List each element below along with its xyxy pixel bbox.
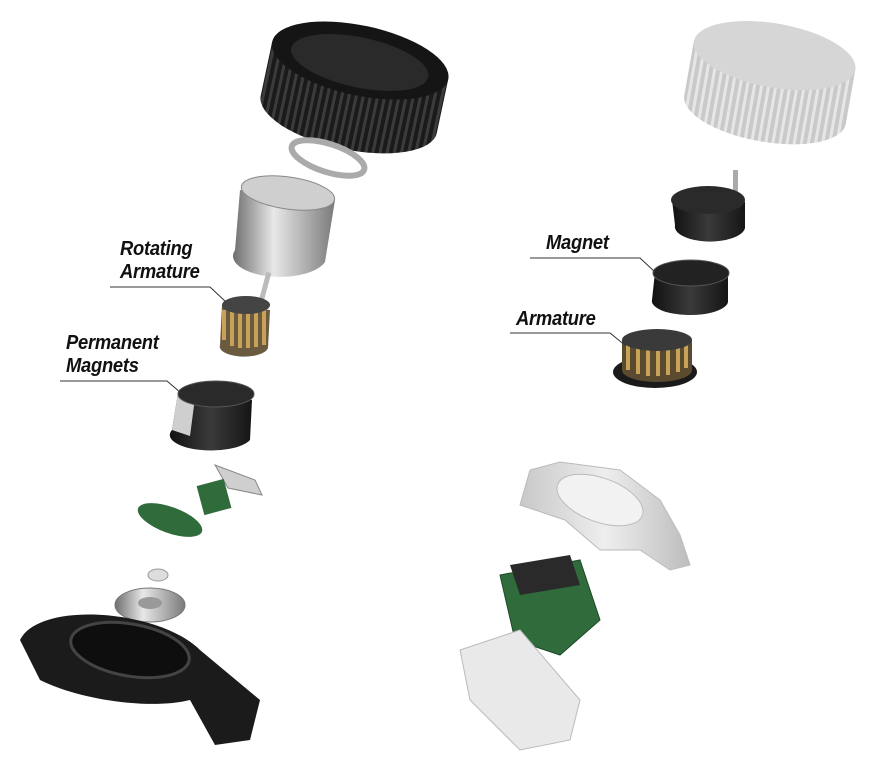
magnet-leader-line [530, 257, 656, 273]
right-controller-board [499, 555, 601, 656]
right-fan-housing [684, 20, 856, 145]
permanent-magnets-leader-line [60, 380, 182, 394]
left-fan-housing [260, 21, 449, 154]
left-bearing-ring [288, 137, 368, 179]
right-lower-housing [459, 629, 581, 751]
rotating-armature-leader-line [110, 286, 227, 303]
armature-label: Armature [516, 308, 596, 330]
label-line: Permanent [66, 332, 159, 354]
armature-leader-line [510, 332, 627, 347]
left-base-housing [20, 614, 260, 745]
left-motor-can [233, 175, 336, 277]
label-line: Armature [120, 261, 200, 283]
label-line: Magnets [66, 355, 139, 377]
rotating-armature-label: Rotating Armature [120, 238, 200, 284]
right-armature-stator [613, 329, 697, 388]
left-end-cap [114, 568, 186, 623]
left-rotating-armature [219, 271, 272, 357]
left-circuit-board [137, 503, 203, 537]
magnet-label: Magnet [546, 232, 609, 254]
left-permanent-magnets [169, 380, 255, 451]
label-line: Rotating [120, 238, 193, 260]
right-mounting-plate [519, 461, 691, 571]
left-brush-holder [196, 464, 263, 516]
right-magnet-ring [651, 259, 730, 316]
right-rotor-cup [671, 170, 745, 242]
permanent-magnets-label: Permanent Magnets [66, 332, 159, 378]
